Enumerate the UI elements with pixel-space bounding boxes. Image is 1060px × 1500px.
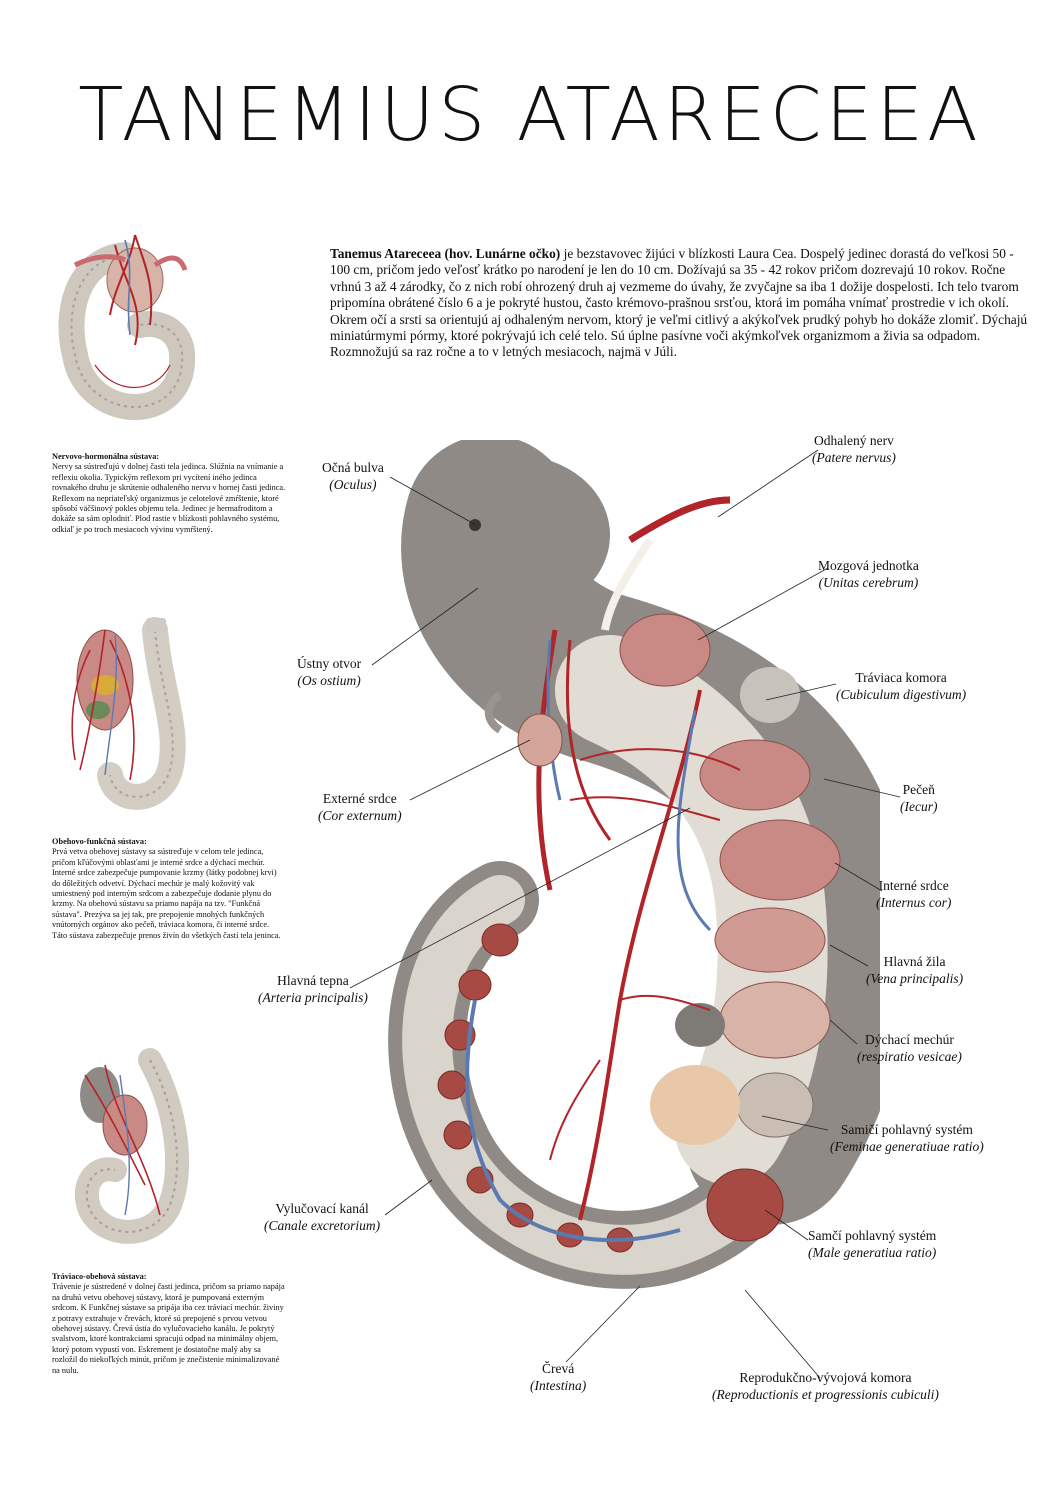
section-text: Nervy sa sústreďujú v dolnej časti tela … [52, 462, 286, 534]
label-latin: (Male generatiua ratio) [808, 1245, 937, 1260]
label-latin: (Internus cor) [876, 895, 952, 910]
label-name: Reprodukčno-vývojová komora [739, 1370, 912, 1385]
label-name: Črevá [542, 1361, 575, 1376]
label-mozgova-jednotka: Mozgová jednotka (Unitas cerebrum) [818, 557, 919, 591]
label-name: Hlavná žila [883, 954, 946, 969]
male-system [706, 1168, 784, 1242]
main-anatomy-figure [388, 440, 880, 1289]
circulatory-system-figure [71, 617, 186, 810]
internal-heart [719, 819, 841, 901]
label-vylucovaci-kanal: Vylučovací kanál (Canale excretorium) [264, 1200, 380, 1234]
label-name: Dýchací mechúr [865, 1032, 954, 1047]
head [420, 455, 610, 615]
eye [469, 519, 481, 531]
label-odhaleny-nerv: Odhalený nerv (Patere nervus) [812, 432, 896, 466]
label-latin: (Iecur) [900, 799, 938, 814]
label-latin: (Intestina) [530, 1378, 587, 1393]
label-latin: (Canale excretorium) [264, 1218, 381, 1233]
intro-paragraph: Tanemus Atareceea (hov. Lunárne očko) je… [330, 246, 1030, 361]
label-name: Ústny otvor [297, 656, 362, 671]
label-latin: (Unitas cerebrum) [818, 575, 919, 590]
label-name: Pečeň [902, 782, 935, 797]
label-name: Očná bulva [322, 460, 384, 475]
label-latin: (Oculus) [329, 477, 377, 492]
label-latin: (Feminae generatiuae ratio) [830, 1139, 984, 1154]
label-samci-system: Samčí pohlavný systém (Male generatiua r… [808, 1227, 936, 1261]
label-name: Odhalený nerv [813, 433, 894, 448]
section-heading: Obehovo-funkčná sústava: [52, 837, 147, 846]
label-latin: (Os ostium) [297, 673, 361, 688]
page-title: TANEMIUS ATARECEEA [78, 72, 982, 158]
label-creva: Črevá (Intestina) [530, 1360, 586, 1394]
label-latin: (Reproductionis et progressionis cubicul… [712, 1387, 939, 1402]
label-latin: (Cor externum) [318, 808, 402, 823]
label-reprodukcna-komora: Reprodukčno-vývojová komora (Reproductio… [712, 1369, 939, 1403]
liver [699, 739, 811, 811]
intro-text: je bezstavovec žijúci v blízkosti Laura … [330, 246, 1028, 360]
label-name: Mozgová jednotka [818, 558, 919, 573]
label-name: Vylučovací kanál [275, 1201, 369, 1216]
label-latin: (Arteria principalis) [258, 990, 368, 1005]
label-ustny-otvor: Ústny otvor (Os ostium) [297, 655, 361, 689]
label-name: Tráviaca komora [855, 670, 947, 685]
intro-lead: Tanemus Atareceea (hov. Lunárne očko) [330, 246, 561, 261]
label-ocna-bulva: Očná bulva (Oculus) [322, 459, 384, 493]
label-latin: (Vena principalis) [866, 971, 964, 986]
external-heart [517, 713, 563, 767]
label-name: Hlavná tepna [277, 973, 349, 988]
main-vein-organ [714, 907, 826, 973]
label-hlavna-zila: Hlavná žila (Vena principalis) [866, 953, 963, 987]
brain [619, 613, 711, 687]
label-latin: (Cubiculum digestivum) [836, 687, 967, 702]
label-samici-system: Samičí pohlavný systém (Feminae generati… [830, 1121, 984, 1155]
label-hlavna-tepna: Hlavná tepna (Arteria principalis) [258, 972, 368, 1006]
digestive-chamber [740, 667, 800, 723]
section-circulatory: Obehovo-funkčná sústava: Prvá vetva obeh… [52, 837, 286, 941]
label-name: Samičí pohlavný systém [840, 1122, 973, 1137]
label-name: Interné srdce [878, 878, 949, 893]
label-latin: (respiratio vesicae) [857, 1049, 962, 1064]
label-traviaca-komora: Tráviaca komora (Cubiculum digestivum) [836, 669, 966, 703]
label-externe-srdce: Externé srdce (Cor externum) [318, 790, 402, 824]
label-name: Externé srdce [322, 791, 397, 806]
section-text: Trávenie je sústredené v dolnej časti je… [52, 1282, 285, 1375]
section-heading: Tráviaco-obehová sústava: [52, 1272, 147, 1281]
section-heading: Nervovo-hormonálna sústava: [52, 452, 160, 461]
section-text: Prvá vetva obehovej sústavy sa sústreďuj… [52, 847, 281, 940]
label-latin: (Patere nervus) [812, 450, 896, 465]
label-name: Samčí pohlavný systém [808, 1228, 937, 1243]
nervous-system-figure [58, 234, 195, 420]
section-nervous: Nervovo-hormonálna sústava: Nervy sa sús… [52, 452, 286, 535]
label-pecen: Pečeň (Iecur) [900, 781, 937, 815]
label-dychaci-mechur: Dýchací mechúr (respiratio vesicae) [857, 1031, 962, 1065]
digestive-system-figure [74, 1048, 190, 1244]
section-digestive: Tráviaco-obehová sústava: Trávenie je sú… [52, 1272, 286, 1376]
label-interne-srdce: Interné srdce (Internus cor) [876, 877, 951, 911]
